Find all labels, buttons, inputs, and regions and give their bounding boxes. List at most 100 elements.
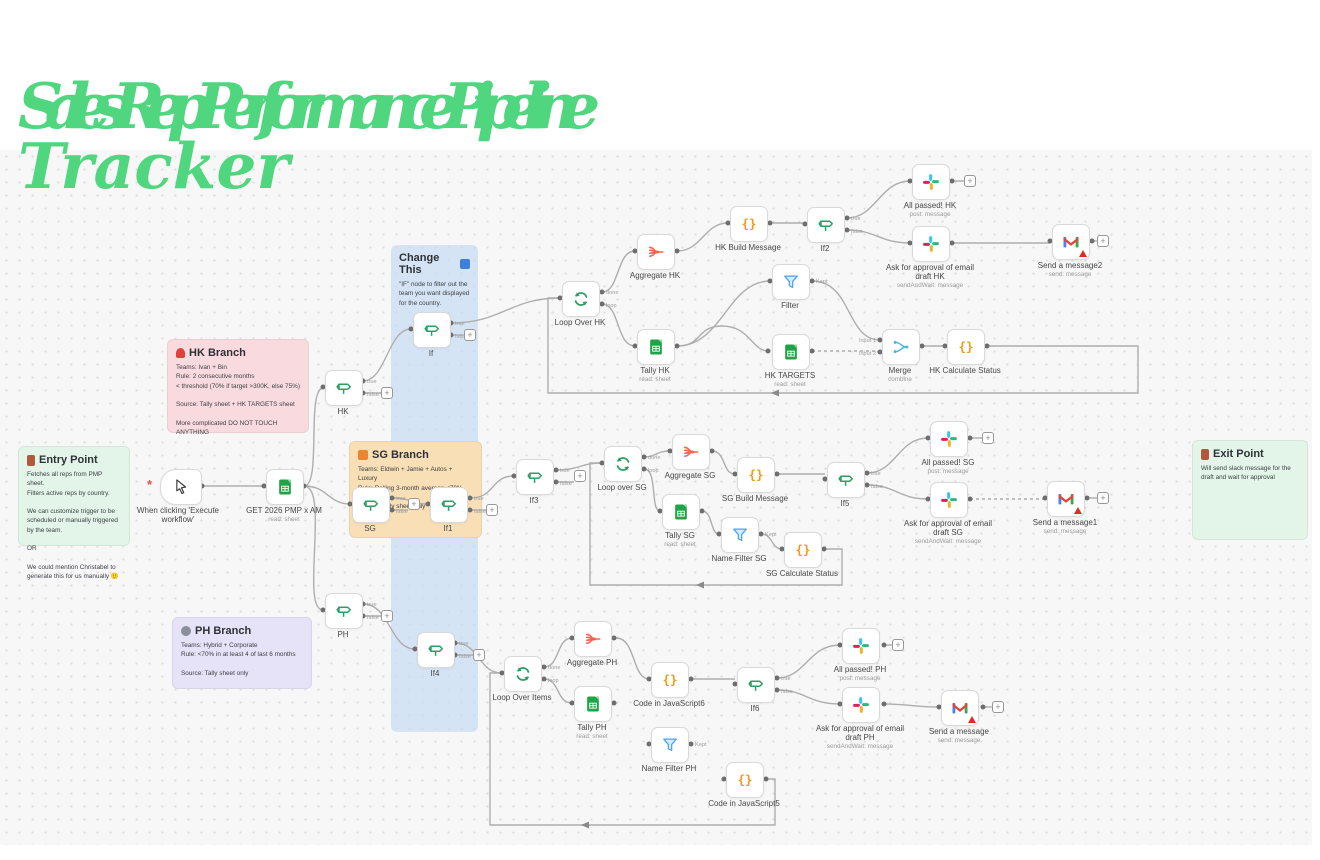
loop-icon: [613, 454, 633, 474]
note-title: Exit Point: [1213, 448, 1264, 460]
node-loop-over-hk[interactable]: Loop Over HK: [555, 281, 605, 327]
node-hk-build-message[interactable]: HK Build Message: [715, 206, 781, 252]
svg-text:Input 2: Input 2: [859, 351, 876, 357]
node-if2[interactable]: If2: [807, 207, 845, 253]
if-icon: [334, 601, 354, 621]
add-node-button[interactable]: +: [408, 498, 420, 510]
sticky-note-hk-branch[interactable]: HK Branch Teams: Ivan + Bin Rule: 2 cons…: [167, 339, 309, 436]
node-sg-build-message[interactable]: SG Build Message: [722, 457, 788, 503]
node-if6[interactable]: If6: [737, 667, 775, 713]
node-aggregate-hk[interactable]: Aggregate HK: [630, 234, 680, 280]
gmail-icon: [1061, 232, 1081, 252]
node-if3[interactable]: If3: [516, 459, 554, 505]
node-ph-if[interactable]: PH: [325, 593, 363, 639]
add-node-button[interactable]: +: [992, 701, 1004, 713]
node-sg-calculate-status[interactable]: SG Calculate Status: [766, 532, 838, 578]
execute-flag-icon: *: [147, 477, 153, 492]
box-icon: [358, 450, 368, 460]
if-icon: [426, 640, 446, 660]
warning-icon: [1074, 507, 1082, 514]
code-icon: [793, 540, 813, 560]
loop-icon: [513, 664, 533, 684]
node-aggregate-sg[interactable]: Aggregate SG: [665, 434, 715, 480]
add-node-button[interactable]: +: [892, 639, 904, 651]
node-if[interactable]: If: [413, 312, 451, 358]
svg-text:false: false: [459, 654, 471, 660]
node-when-clicking-execute-workflow[interactable]: When clicking 'Execute workflow': [137, 469, 219, 524]
add-node-button[interactable]: +: [473, 649, 485, 661]
code-icon: [956, 337, 976, 357]
node-aggregate-ph[interactable]: Aggregate PH: [567, 621, 617, 667]
if-icon: [361, 495, 381, 515]
svg-text:done: done: [648, 455, 660, 461]
note-body: Fetches all reps from PMP sheet. Filters…: [27, 471, 119, 581]
node-if4[interactable]: If4: [417, 632, 455, 678]
book-icon: [27, 454, 35, 466]
aggregate-icon: [583, 629, 603, 649]
node-name-filter-sg[interactable]: Name Filter SG: [711, 517, 767, 563]
sticky-note-exit-point[interactable]: Exit Point Will send slack message for t…: [1192, 440, 1308, 540]
add-node-button[interactable]: +: [964, 175, 976, 187]
if-icon: [836, 470, 856, 490]
node-code-in-javascript6[interactable]: Code in JavaScript6: [633, 662, 705, 708]
note-title: HK Branch: [189, 347, 246, 359]
svg-text:done: done: [606, 290, 618, 296]
note-body: Will send slack message for the draft an…: [1201, 465, 1291, 482]
node-name-filter-ph[interactable]: Name Filter PH: [642, 727, 696, 773]
slack-icon: [851, 695, 871, 715]
add-node-button[interactable]: +: [486, 504, 498, 516]
add-node-button[interactable]: +: [381, 387, 393, 399]
svg-text:false: false: [781, 689, 793, 695]
node-code-in-javascript5[interactable]: Code in JavaScript5: [708, 762, 780, 808]
add-node-button[interactable]: +: [574, 470, 586, 482]
note-body: "IF" node to filter out the team you wan…: [399, 281, 470, 307]
node-loop-over-items[interactable]: Loop Over Items: [492, 656, 552, 702]
add-node-button[interactable]: +: [982, 432, 994, 444]
svg-text:true: true: [396, 496, 406, 502]
svg-text:false: false: [367, 615, 379, 621]
sticky-note-entry-point[interactable]: Entry Point Fetches all reps from PMP sh…: [18, 446, 130, 580]
svg-text:Kept: Kept: [695, 742, 707, 748]
svg-text:true: true: [851, 216, 861, 222]
add-node-button[interactable]: +: [1097, 235, 1109, 247]
svg-text:true: true: [367, 602, 377, 608]
node-if5[interactable]: If5: [827, 462, 865, 508]
node-filter[interactable]: Filter: [772, 264, 810, 310]
node-hk-calculate-status[interactable]: HK Calculate Status: [929, 329, 1001, 375]
add-node-button[interactable]: +: [1097, 492, 1109, 504]
slack-icon: [921, 234, 941, 254]
note-body: Teams: Hybrid + Corporate Rule: <70% in …: [181, 642, 296, 677]
gmail-icon: [950, 698, 970, 718]
if-icon: [816, 215, 836, 235]
svg-text:Kept: Kept: [765, 532, 777, 538]
node-loop-over-sg[interactable]: Loop over SG: [597, 446, 647, 492]
code-icon: [746, 465, 766, 485]
add-node-button[interactable]: +: [464, 329, 476, 341]
node-sg-if[interactable]: SG: [352, 487, 390, 533]
sticky-note-ph-branch[interactable]: PH Branch Teams: Hybrid + Corporate Rule…: [172, 617, 312, 689]
add-node-button[interactable]: +: [381, 610, 393, 622]
svg-text:false: false: [851, 229, 863, 235]
svg-text:true: true: [781, 676, 791, 682]
node-hk-if[interactable]: HK: [325, 370, 363, 416]
node-if1[interactable]: If1: [430, 487, 468, 533]
svg-text:false: false: [367, 392, 379, 398]
